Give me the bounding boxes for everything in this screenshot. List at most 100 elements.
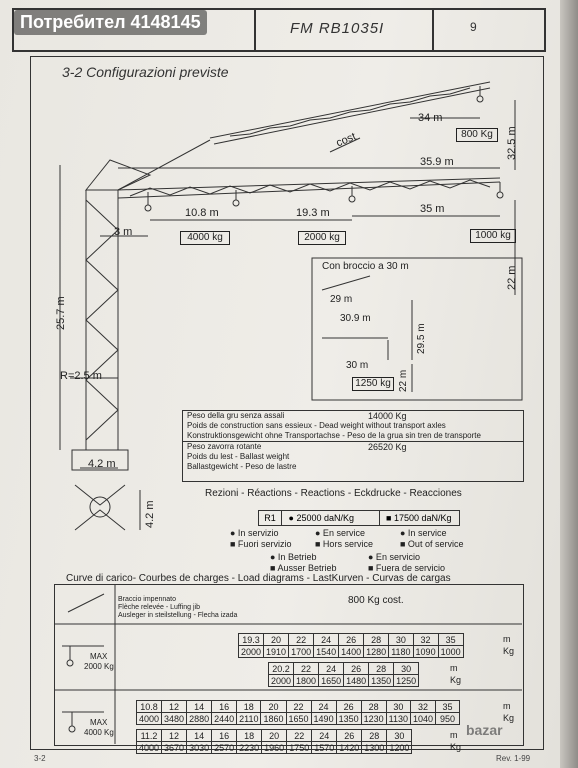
load-cell: 1650 xyxy=(285,712,312,725)
distance-cell: 24 xyxy=(318,662,345,675)
dist-10-8: 10.8 m xyxy=(185,207,219,219)
distance-cell: 12 xyxy=(161,729,188,742)
unit-m-3: m xyxy=(503,701,511,711)
hook-1 xyxy=(144,204,152,212)
own-weight-label: Peso della gru senza assali xyxy=(187,411,285,420)
luffing-const: 800 Kg cost. xyxy=(348,595,404,606)
distance-cell: 22 xyxy=(288,633,315,646)
distance-cell: 26 xyxy=(343,662,370,675)
load-cell: 1300 xyxy=(361,741,388,754)
ballast-row: Peso zavorra rotante 26520 Kg xyxy=(183,441,523,452)
reactions-title: Rezioni - Réactions - Reactions - Eckdru… xyxy=(205,488,462,499)
distance-cell: 24 xyxy=(310,700,337,713)
base-width: 4.2 m xyxy=(88,458,116,470)
jib-top-chord xyxy=(117,181,501,199)
unit-kg-4: Kg xyxy=(450,742,462,752)
luffing-icon xyxy=(67,593,105,613)
load-cell: 1230 xyxy=(360,712,387,725)
distance-cell: 24 xyxy=(311,729,338,742)
luffing-tie xyxy=(117,139,211,191)
distance-cell: 14 xyxy=(186,700,213,713)
legend-fr-2: ■ Hors service xyxy=(315,539,373,549)
load-cell: 1000 xyxy=(437,645,464,658)
unit-kg-2: Kg xyxy=(450,675,462,685)
legend-fr-1: ● En service xyxy=(315,528,365,538)
distance-cell: 10.8 xyxy=(135,700,163,713)
load-cell: 3670 xyxy=(161,741,188,754)
legend-de-1: ● In Betrieb xyxy=(270,552,317,562)
distance-cell: 28 xyxy=(360,700,387,713)
load-cell: 1280 xyxy=(363,645,390,658)
page-number: 9 xyxy=(470,20,477,34)
jib-length: 35.9 m xyxy=(420,156,454,168)
r1-in-service: ● 25000 daN/Kg xyxy=(285,511,380,525)
ballast-label: Peso zavorra rotante xyxy=(187,442,262,451)
tower-head xyxy=(84,159,152,191)
load-cell: 1960 xyxy=(261,741,288,754)
r1-out-service: ■ 17500 daN/Kg xyxy=(386,513,452,523)
load-cell: 1350 xyxy=(335,712,362,725)
hook-4 xyxy=(496,191,504,199)
distance-cell: 26 xyxy=(336,729,363,742)
seller-badge[interactable]: Потребител 4148145 xyxy=(14,10,207,35)
luffing-label-de-es: Ausleger in steilstellung - Flecha izada xyxy=(118,612,238,619)
load-cell: 1400 xyxy=(338,645,365,658)
page-edge-shadow xyxy=(560,0,578,768)
dist-35: 35 m xyxy=(420,203,445,215)
distance-cell: 28 xyxy=(368,662,395,675)
load-cell: 2230 xyxy=(236,741,263,754)
model-name: FM RB1035I xyxy=(290,20,385,37)
distance-cell: 30 xyxy=(388,633,414,646)
header-frame xyxy=(12,8,546,52)
max-2000-label: MAX xyxy=(90,652,108,661)
load-diagrams-title: Curve di carico- Courbes de charges - Lo… xyxy=(66,573,451,584)
distance-cell: 22 xyxy=(286,729,313,742)
distance-cell: 18 xyxy=(236,700,262,713)
slewing-ring xyxy=(89,496,111,518)
luffing-jib-length: 34 m xyxy=(418,112,443,124)
load-cell: 4000 xyxy=(135,741,163,754)
legend-en-1: ● In service xyxy=(400,528,447,538)
load-cell: 1490 xyxy=(310,712,337,725)
r1-out-service-value: 17500 daN/Kg xyxy=(393,513,452,523)
distance-cell: 24 xyxy=(313,633,340,646)
radius: R=2.5 m xyxy=(60,370,102,382)
distance-cell: 35 xyxy=(437,633,464,646)
own-weight-fr-en: Poids de construction sans essieux - Dea… xyxy=(187,421,446,430)
load-cell: 1540 xyxy=(313,645,340,658)
load-cell: 1090 xyxy=(412,645,439,658)
luffing-label-fr-en: Flèche relevée - Luffing jib xyxy=(118,604,200,611)
distance-cell: 30 xyxy=(393,662,420,675)
luffing-jib-lower xyxy=(213,87,491,145)
luffing-label-it: Braccio impennato xyxy=(118,596,176,603)
variant-dist-30-9: 30.9 m xyxy=(340,313,371,324)
load-4000: 4000 kg xyxy=(180,231,230,245)
variant-load-1250: 1250 kg xyxy=(352,377,394,391)
distance-cell: 26 xyxy=(335,700,362,713)
distance-cell: 30 xyxy=(385,700,412,713)
load-cell: 1910 xyxy=(263,645,290,658)
load-1000: 1000 kg xyxy=(470,229,516,243)
legend-es-1: ● En servicio xyxy=(368,552,420,562)
distance-cell: 26 xyxy=(338,633,365,646)
legend-it-1: ● In servizio xyxy=(230,528,279,538)
load-cell: 4000 xyxy=(135,712,163,725)
tower-lattice xyxy=(85,199,119,441)
variant-dist-29: 29 m xyxy=(330,294,353,305)
watermark-logo: bazar xyxy=(466,722,503,738)
distance-cell: 20 xyxy=(263,633,290,646)
load-cell: 1420 xyxy=(336,741,363,754)
r1-label: R1 xyxy=(259,511,282,525)
distance-cell: 28 xyxy=(361,729,388,742)
distance-cell: 12 xyxy=(161,700,188,713)
own-weight-value: 14000 Kg xyxy=(368,411,407,421)
